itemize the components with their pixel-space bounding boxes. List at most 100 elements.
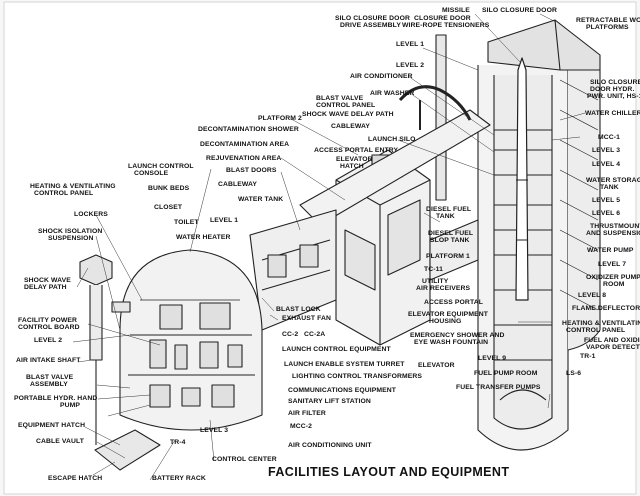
callout-label-air-filter: AIR FILTER xyxy=(288,410,326,417)
callout-label-utility-air-receivers-1: UTILITY xyxy=(422,278,449,285)
callout-label-launch-silo: LAUNCH SILO xyxy=(368,136,416,143)
callout-label-heating-ventilating-left-1: HEATING & VENTILATING xyxy=(30,183,116,190)
callout-label-access-portal: ACCESS PORTAL xyxy=(424,299,483,306)
callout-label-blast-valve-control-panel-2: CONTROL PANEL xyxy=(316,102,375,109)
callout-label-oxidizer-pump-room-2: ROOM xyxy=(603,281,625,288)
callout-label-lockers: LOCKERS xyxy=(74,211,108,218)
callout-label-sanitary-lift-station: SANITARY LIFT STATION xyxy=(288,398,371,405)
blast-lock-tunnel xyxy=(249,209,337,331)
callout-label-access-portal-entry: ACCESS PORTAL ENTRY xyxy=(314,147,398,154)
callout-label-shock-wave-delay-left-1: SHOCK WAVE xyxy=(24,277,71,284)
leader-lines xyxy=(72,13,586,481)
callout-label-emergency-shower-2: EYE WASH FOUNTAIN xyxy=(414,339,488,346)
callout-label-tr-1: TR-1 xyxy=(580,353,596,360)
callout-label-facility-power-1: FACILITY POWER xyxy=(18,317,77,324)
callout-label-bunk-beds: BUNK BEDS xyxy=(148,185,190,192)
callout-label-level-2-silo: LEVEL 2 xyxy=(396,62,424,69)
callout-label-platform-1: PLATFORM 1 xyxy=(426,253,470,260)
callout-label-thrustmount-1: THRUSTMOUNT xyxy=(590,223,640,230)
callout-label-decontamination-shower: DECONTAMINATION SHOWER xyxy=(198,126,299,133)
callout-label-launch-enable-turret: LAUNCH ENABLE SYSTEM TURRET xyxy=(284,361,405,368)
callout-label-control-center: CONTROL CENTER xyxy=(212,456,277,463)
callout-label-water-pump: WATER PUMP xyxy=(587,247,634,254)
callout-label-air-washer: AIR WASHER xyxy=(370,90,414,97)
callout-label-emergency-shower-1: EMERGENCY SHOWER AND xyxy=(410,332,505,339)
callout-label-silo-closure-door-hydr-3: PWR. UNIT, HS-1 xyxy=(587,93,640,100)
callout-label-blast-lock: BLAST LOCK xyxy=(276,306,321,313)
launch-control-center-capsule xyxy=(119,249,263,431)
callout-label-level-1-left: LEVEL 1 xyxy=(210,217,238,224)
callout-label-tr-4: TR-4 xyxy=(170,439,186,446)
escape-hatch-shape xyxy=(94,429,161,471)
callout-label-exhaust-fan: EXHAUST FAN xyxy=(282,315,331,322)
callout-label-air-conditioning-unit: AIR CONDITIONING UNIT xyxy=(288,442,372,449)
callout-label-level-3-left: LEVEL 3 xyxy=(200,427,228,434)
callout-label-blast-valve-assembly-2: ASSEMBLY xyxy=(30,381,68,388)
callout-label-level-2-left: LEVEL 2 xyxy=(34,337,62,344)
callout-label-oxidizer-pump-room-1: OXIDIZER PUMP xyxy=(586,274,640,281)
diagram-title: FACILITIES LAYOUT AND EQUIPMENT xyxy=(268,465,509,479)
callout-label-cableway-mid: CABLEWAY xyxy=(218,181,257,188)
callout-label-water-heater: WATER HEATER xyxy=(176,234,231,241)
silo-tunnel xyxy=(429,219,479,281)
callout-label-level-8-right: LEVEL 8 xyxy=(578,292,606,299)
callout-label-equipment-hatch: EQUIPMENT HATCH xyxy=(18,422,85,429)
callout-label-elevator-hatch-1: ELEVATOR xyxy=(336,156,373,163)
callout-label-air-intake-shaft: AIR INTAKE SHAFT xyxy=(16,357,81,364)
callout-label-level-1-silo: LEVEL 1 xyxy=(396,41,424,48)
callout-label-closet: CLOSET xyxy=(154,204,183,211)
callout-label-portable-hydr-pump-2: PUMP xyxy=(60,402,80,409)
callout-label-water-tank: WATER TANK xyxy=(238,196,283,203)
air-duct xyxy=(398,85,472,121)
callout-label-rejuvenation-area: REJUVENATION AREA xyxy=(206,155,281,162)
callout-label-diesel-fuel-tank-1: DIESEL FUEL xyxy=(426,206,471,213)
callout-label-retractable-work-platforms-2: PLATFORMS xyxy=(586,24,629,31)
callout-label-cableway-top: CABLEWAY xyxy=(331,123,370,130)
callout-label-heating-ventilating-right-2: CONTROL PANEL xyxy=(566,327,625,334)
callout-label-fuel-transfer-pumps: FUEL TRANSFER PUMPS xyxy=(456,384,541,391)
callout-label-platform-2: PLATFORM 2 xyxy=(258,115,302,122)
callout-label-flame-deflector: FLAME DEFLECTOR xyxy=(572,305,640,312)
callout-label-blast-valve-control-panel-1: BLAST VALVE xyxy=(316,95,364,102)
callout-label-closure-door-tensioners-1: CLOSURE DOOR xyxy=(414,15,471,22)
callout-label-communications-equipment: COMMUNICATIONS EQUIPMENT xyxy=(288,387,397,394)
callout-label-silo-closure-door: SILO CLOSURE DOOR xyxy=(482,7,557,14)
callout-label-cable-vault: CABLE VAULT xyxy=(36,438,85,445)
callout-label-water-storage-tank-1: WATER STORAGE xyxy=(586,177,640,184)
callout-label-silo-closure-door-drive-1: SILO CLOSURE DOOR xyxy=(335,15,410,22)
callout-label-blast-doors: BLAST DOORS xyxy=(226,167,277,174)
callout-label-launch-control-console-1: LAUNCH CONTROL xyxy=(128,163,194,170)
callout-label-decontamination-area: DECONTAMINATION AREA xyxy=(200,141,289,148)
missile-body xyxy=(515,57,529,301)
callout-label-air-conditioner: AIR CONDITIONER xyxy=(350,73,413,80)
callout-label-elevator-hatch-2: HATCH xyxy=(340,163,364,170)
callout-label-heating-ventilating-left-2: CONTROL PANEL xyxy=(34,190,93,197)
callout-label-level-6-right: LEVEL 6 xyxy=(592,210,620,217)
callout-label-toilet: TOILET xyxy=(174,219,199,226)
callout-label-diesel-fuel-slop-tank-1: DIESEL FUEL xyxy=(428,230,473,237)
callout-label-silo-closure-door-hydr-1: SILO CLOSURE xyxy=(590,79,640,86)
callout-label-launch-control-equipment: LAUNCH CONTROL EQUIPMENT xyxy=(282,346,392,353)
callout-label-escape-hatch: ESCAPE HATCH xyxy=(48,475,102,482)
callout-label-level-3-right: LEVEL 3 xyxy=(592,147,620,154)
callout-label-level-4-right: LEVEL 4 xyxy=(592,161,620,168)
callout-label-portable-hydr-pump-1: PORTABLE HYDR. HAND xyxy=(14,395,97,402)
callout-label-level-9-right: LEVEL 9 xyxy=(478,355,506,362)
callout-label-diesel-fuel-tank-2: TANK xyxy=(436,213,455,220)
callout-label-shock-wave-delay-path-top: SHOCK WAVE DELAY PATH xyxy=(302,111,394,118)
callout-label-launch-control-console-2: CONSOLE xyxy=(134,170,169,177)
callout-label-missile: MISSILE xyxy=(442,7,470,14)
callout-label-fuel-pump-room: FUEL PUMP ROOM xyxy=(474,370,538,377)
flame-deflector-shape xyxy=(499,389,547,401)
callout-label-level-5-right: LEVEL 5 xyxy=(592,197,620,204)
callout-label-mcc-2: MCC-2 xyxy=(290,423,312,430)
callout-label-heating-ventilating-right-1: HEATING & VENTILATING xyxy=(562,320,640,327)
callout-label-fuel-oxidizer-1: FUEL AND OXIDIZER xyxy=(584,337,640,344)
callout-label-ls-6: LS-6 xyxy=(566,370,581,377)
callout-label-level-7-right: LEVEL 7 xyxy=(598,261,626,268)
callout-label-water-chiller: WATER CHILLER xyxy=(585,110,640,117)
callout-label-lighting-control-transformers: LIGHTING CONTROL TRANSFORMERS xyxy=(292,373,422,380)
callout-label-elevator-equipment-2: HOUSING xyxy=(429,318,461,325)
